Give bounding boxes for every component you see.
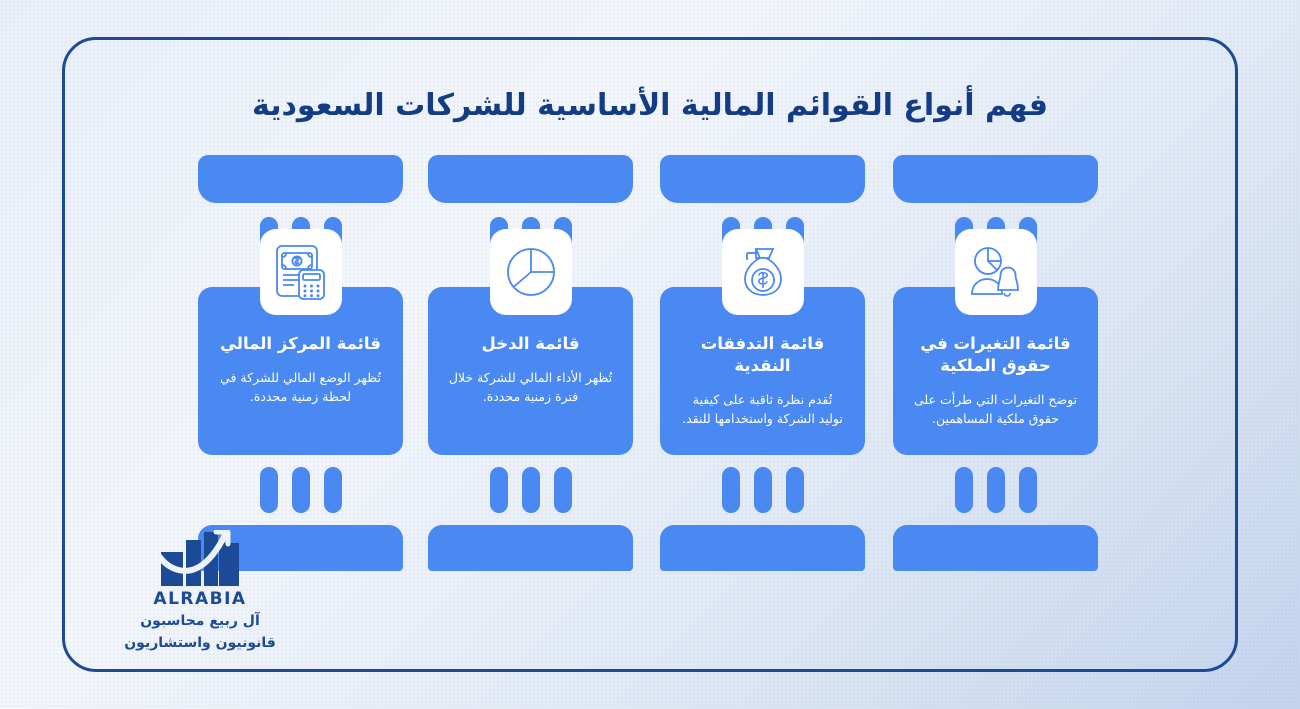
page-title: فهم أنواع القوائم المالية الأساسية للشرك… — [252, 88, 1048, 123]
pillar — [986, 467, 1005, 513]
statement-card[interactable]: قائمة التغيرات في حقوق الملكية توضح التغ… — [893, 229, 1098, 455]
outer-frame-border — [62, 37, 1238, 672]
card-title: قائمة الدخل — [481, 334, 580, 353]
money-bag-icon — [721, 229, 804, 315]
pie-chart-icon — [489, 229, 572, 315]
company-logo: ALRABIA آل ربيع محاسبون قانونيون واستشار… — [100, 530, 300, 653]
column-bottom-bar — [893, 525, 1098, 571]
statement-card[interactable]: قائمة التدفقات النقدية تُقدم نظرة ثاقبة … — [660, 229, 865, 455]
column-top-bar — [893, 155, 1098, 203]
logo-arabic-line-2: قانونيون واستشاريون — [124, 634, 276, 651]
pillar — [721, 467, 740, 513]
bar-chart-arrow-logo — [157, 530, 239, 586]
pillar — [291, 467, 310, 513]
pillar — [489, 467, 508, 513]
card-description: تُظهر الأداء المالي للشركة خلال فترة زمن… — [448, 369, 613, 405]
statement-column-financial-position: قائمة المركز المالي تُظهر الوضع المالي ل… — [198, 155, 403, 571]
column-bottom-bar — [660, 525, 865, 571]
card-title: قائمة التدفقات النقدية — [700, 334, 825, 375]
column-bottom-pillars — [893, 467, 1098, 513]
pie-person-bell-icon — [954, 229, 1037, 315]
statement-column-income: قائمة الدخل تُظهر الأداء المالي للشركة خ… — [428, 155, 633, 571]
column-top-bar — [428, 155, 633, 203]
pillar — [553, 467, 572, 513]
pillar — [323, 467, 342, 513]
pillar — [753, 467, 772, 513]
statement-card[interactable]: قائمة المركز المالي تُظهر الوضع المالي ل… — [198, 229, 403, 455]
column-top-bar — [660, 155, 865, 203]
logo-arabic-line-1: آل ربيع محاسبون — [140, 613, 260, 629]
card-description: تُظهر الوضع المالي للشركة في لحظة زمنية … — [220, 369, 381, 405]
column-bottom-bar — [428, 525, 633, 571]
statement-card[interactable]: قائمة الدخل تُظهر الأداء المالي للشركة خ… — [428, 229, 633, 455]
banknote-calculator-icon — [259, 229, 342, 315]
card-description: توضح التغيرات التي طرأت على حقوق ملكية ا… — [913, 391, 1078, 426]
column-bottom-pillars — [198, 467, 403, 513]
column-bottom-pillars — [660, 467, 865, 513]
card-description: تُقدم نظرة ثاقبة على كيفية توليد الشركة … — [682, 391, 843, 426]
column-top-bar — [198, 155, 403, 203]
card-title: قائمة التغيرات في حقوق الملكية — [920, 334, 1071, 375]
pillar — [954, 467, 973, 513]
pillar — [1018, 467, 1037, 513]
statement-column-cash-flow: قائمة التدفقات النقدية تُقدم نظرة ثاقبة … — [660, 155, 865, 571]
logo-name: ALRABIA — [153, 589, 247, 609]
pillar — [785, 467, 804, 513]
card-title: قائمة المركز المالي — [220, 334, 381, 353]
pillar — [259, 467, 278, 513]
column-bottom-pillars — [428, 467, 633, 513]
statement-column-changes-in-equity: قائمة التغيرات في حقوق الملكية توضح التغ… — [893, 155, 1098, 571]
pillar — [521, 467, 540, 513]
